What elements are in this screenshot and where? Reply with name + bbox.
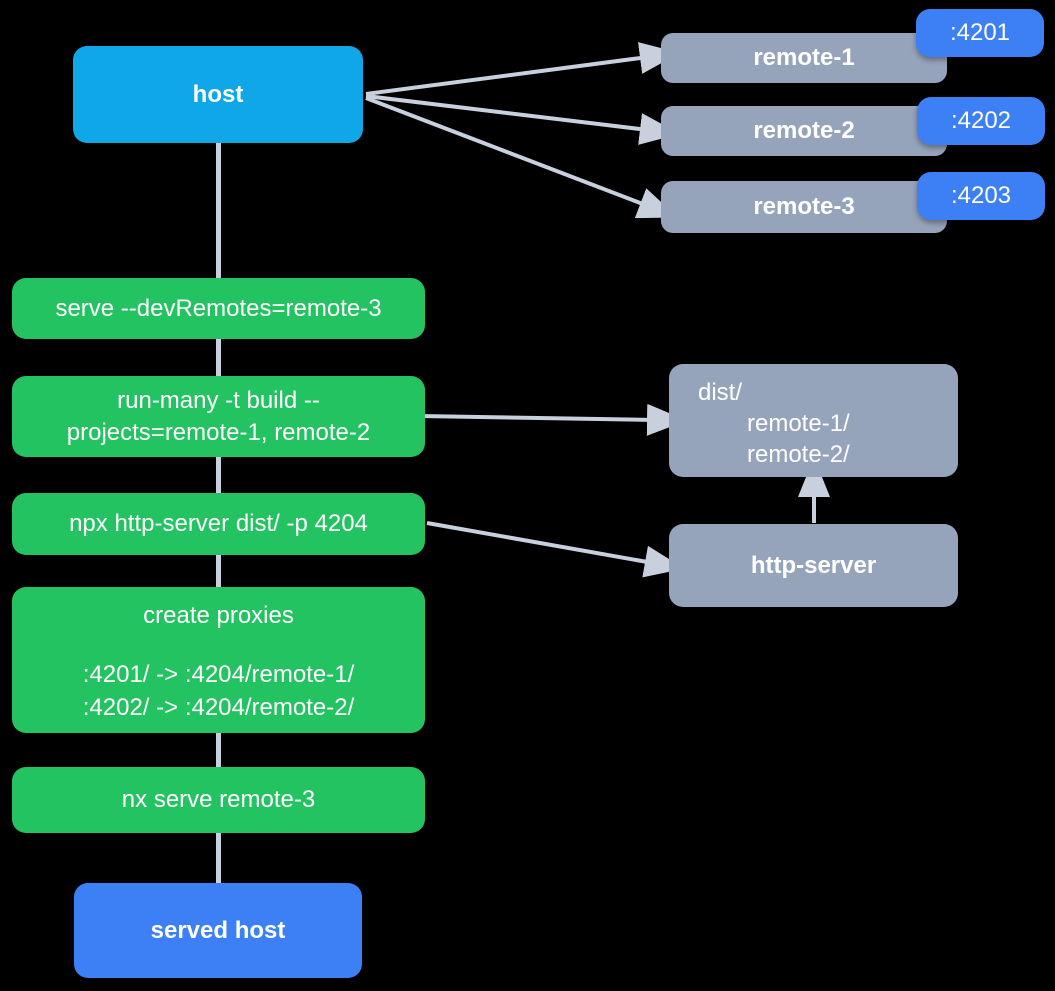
remote-2-node: remote-2 xyxy=(661,106,947,156)
proxy-rule-4202: :4202/ -> :4204/remote-2/ xyxy=(82,694,355,721)
command-run-many-line2: projects=remote-1, remote-2 xyxy=(66,418,371,446)
arrow-host-to-remote-1 xyxy=(365,42,680,96)
arrow-host-to-remote-3 xyxy=(365,96,678,219)
command-npx-http-server-label: npx http-server dist/ -p 4204 xyxy=(69,510,368,538)
port-badge-4203: :4203 xyxy=(917,172,1045,220)
remote-1-node: remote-1 xyxy=(661,33,947,83)
dist-folder-node: dist/ remote-1/ remote-2/ xyxy=(669,364,958,477)
command-run-many-build: run-many -t build -- projects=remote-1, … xyxy=(12,376,425,457)
dist-root-label: dist/ xyxy=(698,379,743,406)
remote-1-label: remote-1 xyxy=(753,44,855,72)
host-node: host xyxy=(73,46,363,143)
command-nx-serve-remote-3-label: nx serve remote-3 xyxy=(121,786,316,814)
http-server-label: http-server xyxy=(750,551,877,579)
command-run-many-line1: run-many -t build -- xyxy=(117,387,320,415)
served-host-label: served host xyxy=(150,916,286,944)
command-npx-http-server: npx http-server dist/ -p 4204 xyxy=(12,493,425,555)
remote-3-label: remote-3 xyxy=(753,193,855,221)
port-badge-4202: :4202 xyxy=(917,97,1045,145)
arrow-runmany-to-dist xyxy=(419,403,687,436)
port-badge-4203-label: :4203 xyxy=(950,182,1012,210)
arrow-npx-to-httpserver xyxy=(426,521,685,578)
arrow-host-to-remote-2 xyxy=(365,94,680,145)
command-serve-dev-remotes-label: serve --devRemotes=remote-3 xyxy=(55,294,382,322)
dist-child-remote-1: remote-1/ xyxy=(747,410,850,437)
proxy-rule-4201: :4201/ -> :4204/remote-1/ xyxy=(82,661,355,688)
remote-3-node: remote-3 xyxy=(661,181,947,233)
host-label: host xyxy=(192,80,244,108)
create-proxies-title: create proxies xyxy=(143,602,294,629)
http-server-node: http-server xyxy=(669,524,958,607)
command-create-proxies: create proxies :4201/ -> :4204/remote-1/… xyxy=(12,587,425,733)
served-host-node: served host xyxy=(74,883,362,978)
command-serve-dev-remotes: serve --devRemotes=remote-3 xyxy=(12,278,425,339)
port-badge-4202-label: :4202 xyxy=(950,107,1012,135)
port-badge-4201: :4201 xyxy=(916,9,1044,57)
remote-2-label: remote-2 xyxy=(753,117,855,145)
port-badge-4201-label: :4201 xyxy=(949,19,1011,47)
command-nx-serve-remote-3: nx serve remote-3 xyxy=(12,767,425,833)
dist-child-remote-2: remote-2/ xyxy=(747,441,850,468)
